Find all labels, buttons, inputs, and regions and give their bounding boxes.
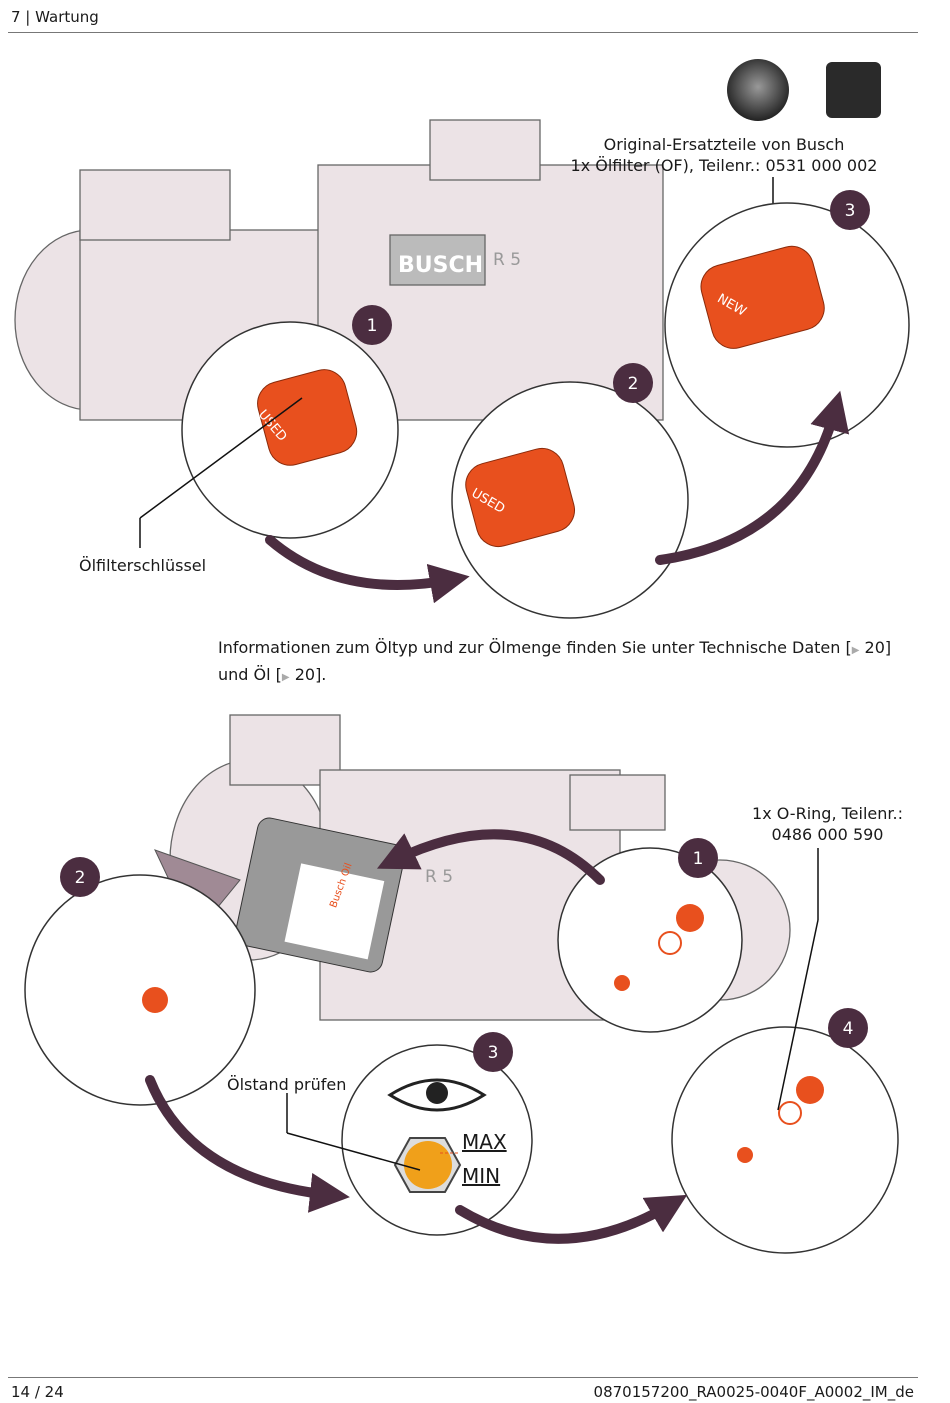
svg-text:R 5: R 5: [493, 250, 521, 270]
step-badge-1-bottom: 1: [693, 849, 704, 869]
spare-parts-title: Original-Ersatzteile von Busch: [603, 135, 845, 154]
max-label: MAX: [462, 1130, 507, 1154]
svg-text:R 5: R 5: [425, 867, 453, 887]
ref-page-1[interactable]: 20: [864, 638, 885, 657]
flow-arrow-2-3: [655, 390, 850, 565]
flow-arrow-1-2-bottom: [376, 829, 605, 885]
step-badge-1: 1: [367, 316, 378, 336]
link-technische-daten[interactable]: Technische Daten: [699, 638, 841, 657]
used-filter-1: [257, 369, 358, 466]
ref-page-2[interactable]: 20: [294, 665, 316, 684]
page-number: 14 / 24: [11, 1383, 64, 1401]
used-filter-2: [465, 447, 575, 548]
step-badge-2: 2: [628, 374, 639, 394]
step-badge-2-bottom: 2: [75, 868, 86, 888]
step-1-detail-bottom: [557, 847, 743, 1033]
flow-arrow-2-3-bottom: [145, 1075, 350, 1213]
section-header: 7 | Wartung: [11, 8, 99, 26]
eye-icon: [387, 1078, 487, 1112]
o-ring-caption: 1x O-Ring, Teilenr.: 0486 000 590: [752, 804, 903, 844]
brand-logo: BUSCH: [398, 253, 483, 278]
spare-parts-caption: Original-Ersatzteile von Busch 1x Ölfilt…: [570, 134, 878, 176]
step-badge-3: 3: [845, 201, 856, 221]
step-2-detail-bottom: [24, 874, 256, 1106]
new-filter: [700, 245, 825, 349]
wrench-label: Ölfilterschlüssel: [79, 556, 207, 575]
info-paragraph: Informationen zum Öltyp und zur Ölmenge …: [218, 638, 892, 684]
step-badges-top: [352, 190, 870, 403]
flow-arrow-1-2: [265, 535, 470, 604]
link-oel[interactable]: Öl: [253, 665, 271, 684]
check-oil-label: Ölstand prüfen: [227, 1075, 347, 1094]
min-label: MIN: [462, 1164, 501, 1188]
oil-filter-part-number: 1x Ölfilter (OF), Teilenr.: 0531 000 002: [570, 156, 878, 175]
oil-plug: [676, 904, 704, 932]
step-4-detail-bottom: [671, 1026, 899, 1254]
header-rule: [8, 32, 918, 33]
step-badge-3-bottom: 3: [488, 1043, 499, 1063]
o-ring-part-icon: [727, 59, 789, 121]
document-id: 0870157200_RA0025-0040F_A0002_IM_de: [593, 1383, 914, 1401]
footer-rule: [8, 1377, 918, 1378]
step-badge-4-bottom: 4: [843, 1019, 854, 1039]
flow-arrow-3-4-bottom: [455, 1194, 688, 1244]
oil-filter-part-icon: [826, 62, 881, 118]
pump-illustration-top: BUSCH R 5: [14, 119, 664, 421]
